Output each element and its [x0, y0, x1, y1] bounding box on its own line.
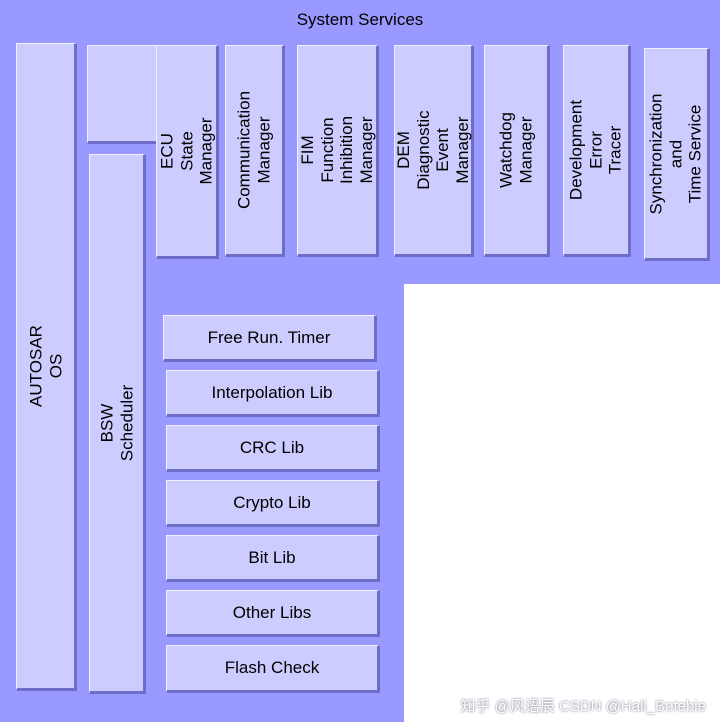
communication-manager-label: Communication Manager	[234, 90, 273, 210]
development-error-tracer-label: Development Error Tracer	[566, 99, 625, 201]
dem-label: DEM Diagnostic Event Manager	[393, 110, 472, 190]
watchdog-manager-label: Watchdog Manager	[496, 112, 535, 188]
synchronization-time-service-label: Synchronization and Time Service	[646, 93, 705, 214]
empty-block	[87, 45, 159, 144]
bit-lib-block: Bit Lib	[166, 535, 380, 582]
crc-lib-block: CRC Lib	[166, 425, 380, 472]
fim-block: FIM Function Inhibition Manager	[297, 45, 379, 257]
ecu-state-manager-label: ECU State Manager	[157, 117, 216, 185]
other-libs-block: Other Libs	[166, 590, 380, 637]
development-error-tracer-block: Development Error Tracer	[563, 45, 631, 257]
bsw-scheduler-block: BSW Scheduler	[89, 154, 146, 694]
crc-lib-label: CRC Lib	[239, 437, 305, 457]
other-libs-label: Other Libs	[232, 602, 312, 622]
watermark: 知乎 @风语辰 CSDN @Hali_Botebie	[460, 698, 706, 715]
autosar-os-block: AUTOSAR OS	[16, 43, 77, 691]
ecu-state-manager-block: ECU State Manager	[156, 45, 219, 259]
watchdog-manager-block: Watchdog Manager	[484, 45, 550, 257]
fim-label: FIM Function Inhibition Manager	[297, 115, 376, 185]
autosar-os-label: AUTOSAR OS	[25, 325, 65, 407]
communication-manager-block: Communication Manager	[225, 45, 285, 257]
interpolation-lib-label: Interpolation Lib	[211, 382, 333, 402]
flash-check-label: Flash Check	[224, 658, 320, 677]
interpolation-lib-block: Interpolation Lib	[166, 370, 380, 417]
free-run-timer-label: Free Run. Timer	[207, 327, 331, 347]
crypto-lib-label: Crypto Lib	[233, 492, 311, 512]
diagram-title: System Services	[296, 10, 424, 29]
crypto-lib-block: Crypto Lib	[166, 480, 380, 527]
synchronization-time-service-block: Synchronization and Time Service	[644, 48, 710, 261]
dem-block: DEM Diagnostic Event Manager	[394, 45, 474, 257]
free-run-timer-block: Free Run. Timer	[163, 315, 377, 362]
flash-check-block: Flash Check	[166, 645, 380, 693]
bsw-scheduler-label: BSW Scheduler	[96, 384, 136, 462]
bit-lib-label: Bit Lib	[248, 547, 296, 567]
